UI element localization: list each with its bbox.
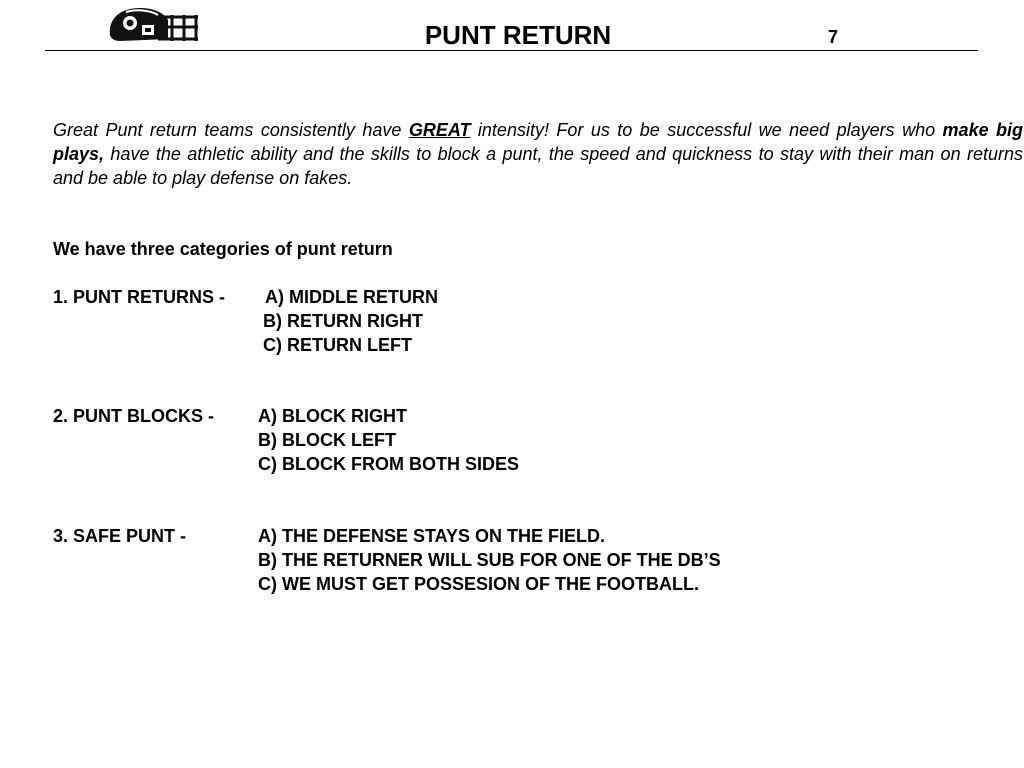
intro-paragraph: Great Punt return teams consistently hav… <box>53 118 1023 190</box>
intro-great: GREAT <box>408 120 471 140</box>
list-item: C) WE MUST GET POSSESION OF THE FOOTBALL… <box>258 574 699 594</box>
intro-big-plays: make big plays, <box>53 120 1024 164</box>
section-label-punt-blocks: 2. PUNT BLOCKS - <box>53 406 215 426</box>
list-item: B) THE RETURNER WILL SUB FOR ONE OF THE … <box>258 550 721 570</box>
section-label-punt-returns: 1. PUNT RETURNS - <box>53 287 226 307</box>
list-item: C) BLOCK FROM BOTH SIDES <box>258 454 519 474</box>
list-item: C) RETURN LEFT <box>263 335 412 355</box>
list-item: B) BLOCK LEFT <box>258 430 396 450</box>
categories-heading: We have three categories of punt return <box>53 239 393 259</box>
header-divider <box>45 50 978 51</box>
list-item: A) THE DEFENSE STAYS ON THE FIELD. <box>258 526 606 546</box>
intro-text-2: intensity! For us to be successful we ne… <box>470 120 943 140</box>
page-title: PUNT RETURN <box>424 20 612 50</box>
list-item: A) BLOCK RIGHT <box>258 406 407 426</box>
intro-text-3: have the athletic ability and the skills… <box>53 144 1023 188</box>
list-item: B) RETURN RIGHT <box>263 311 423 331</box>
list-item: A) MIDDLE RETURN <box>265 287 438 307</box>
page-number: 7 <box>828 27 839 47</box>
intro-text-1: Great Punt return teams consistently hav… <box>53 120 409 140</box>
section-label-safe-punt: 3. SAFE PUNT - <box>53 526 187 546</box>
football-helmet-icon <box>109 8 198 41</box>
